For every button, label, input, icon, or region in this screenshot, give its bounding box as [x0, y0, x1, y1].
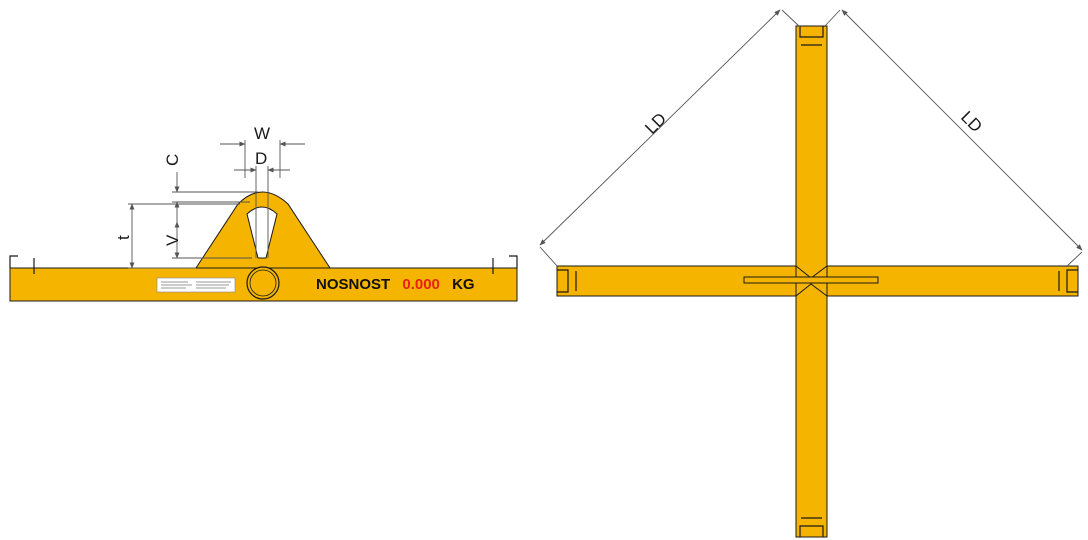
dimension-c-label: C — [163, 154, 182, 166]
shackle-ring-inner — [249, 269, 277, 297]
capacity-unit: KG — [452, 276, 475, 293]
dimension-ld-right: LD — [823, 9, 1083, 268]
dimension-w-label: W — [254, 124, 270, 143]
center-slot — [743, 276, 879, 284]
dimension-c: C — [163, 154, 182, 222]
capacity-label: NOSNOST 0.000 KG — [316, 276, 475, 293]
dimension-v-label: V — [163, 234, 182, 246]
left-end-hook — [9, 255, 18, 268]
side-view: NOSNOST 0.000 KG W D — [9, 124, 518, 302]
shackle-ring — [246, 266, 280, 300]
capacity-value: 0.000 — [402, 276, 440, 293]
capacity-word: NOSNOST — [316, 276, 390, 293]
vertical-extension-lines — [128, 191, 258, 269]
dimension-d-label: D — [255, 149, 267, 168]
top-view: LD LD — [539, 9, 1083, 538]
right-end-hook — [509, 255, 518, 268]
beam-nameplate — [156, 277, 236, 293]
dimension-ld-left: LD — [539, 9, 801, 268]
arm-end-details — [557, 26, 1078, 537]
dimension-ld-right-label: LD — [957, 107, 986, 136]
dimension-w: W — [220, 124, 305, 178]
dimension-t-label: t — [114, 235, 133, 240]
dimension-d: D — [234, 149, 290, 258]
dimension-ld-left-label: LD — [641, 109, 670, 138]
dimension-t: t — [114, 203, 135, 269]
dimension-v: V — [163, 221, 252, 259]
